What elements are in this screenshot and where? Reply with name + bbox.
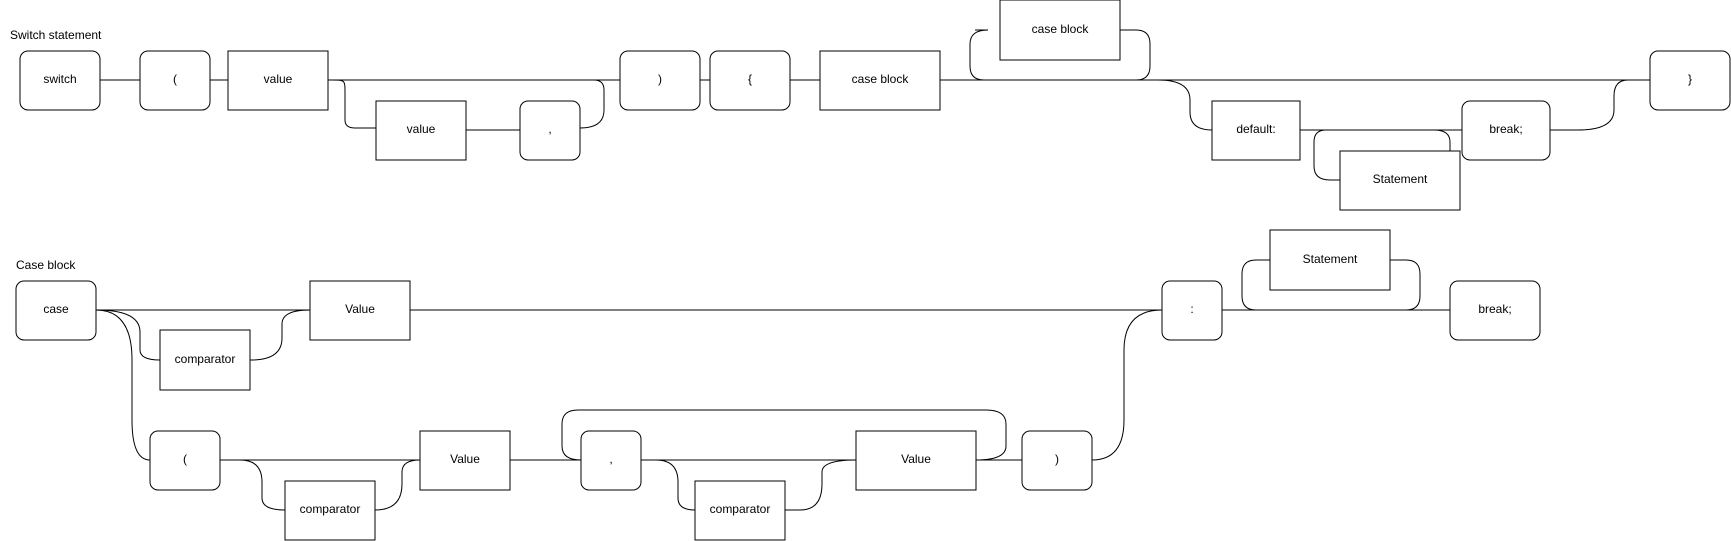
edge-list-repeat-loop <box>561 409 1007 461</box>
node-label: ) <box>1055 452 1059 466</box>
node-label: { <box>748 72 752 86</box>
terminal-list-comma: , <box>580 430 642 491</box>
node-label: comparator <box>710 502 771 516</box>
node-label: comparator <box>300 502 361 516</box>
edge-break-to-rbrace <box>1550 79 1650 131</box>
edge-default-branch-in <box>1157 79 1213 131</box>
nonterminal-case-value: Value <box>309 280 411 341</box>
node-label: Value <box>450 452 480 466</box>
node-label: ) <box>658 72 662 86</box>
terminal-lparen: ( <box>139 50 211 111</box>
edge-value-repeat-loop <box>328 79 376 129</box>
node-label: default: <box>1236 122 1275 136</box>
terminal-default-break: break; <box>1461 100 1551 161</box>
edge-case-to-list-branch <box>95 309 151 461</box>
terminal-case-break: break; <box>1449 280 1541 341</box>
node-label: Statement <box>1303 252 1358 266</box>
node-label: } <box>1688 72 1692 86</box>
node-label: case block <box>1032 22 1090 36</box>
node-label: value <box>264 72 293 86</box>
nonterminal-list-value-1: Value <box>419 430 511 491</box>
terminal-switch: switch <box>19 50 101 111</box>
terminal-rparen: ) <box>619 50 701 111</box>
nonterminal-default: default: <box>1211 100 1301 161</box>
edge-list-rparen-to-colon <box>1091 309 1163 461</box>
nonterminal-list-value-2: Value <box>855 430 977 491</box>
edge-comma-repeat-back <box>579 79 605 129</box>
node-label: ( <box>183 452 187 466</box>
nonterminal-default-statement: Statement <box>1339 150 1461 211</box>
case-block-edges <box>95 259 1450 511</box>
node-label: value <box>407 122 436 136</box>
edge-case-statement-optional-loop <box>1241 259 1421 311</box>
case-block-title: Case block <box>16 258 76 272</box>
node-label: break; <box>1489 122 1522 136</box>
node-label: ( <box>173 72 177 86</box>
nonterminal-list-comparator-1: comparator <box>284 480 376 541</box>
node-label: Value <box>901 452 931 466</box>
nonterminal-case-block: case block <box>819 50 941 111</box>
node-label: case block <box>852 72 910 86</box>
terminal-case: case <box>15 280 97 341</box>
nonterminal-case-comparator: comparator <box>159 329 251 391</box>
terminal-colon: : <box>1161 280 1223 341</box>
node-label: Statement <box>1373 172 1428 186</box>
node-label: , <box>609 452 612 466</box>
terminal-lbrace: { <box>709 50 791 111</box>
nonterminal-case-statement: Statement <box>1269 229 1391 291</box>
node-label: : <box>1190 302 1193 316</box>
node-label: Value <box>345 302 375 316</box>
switch-statement-title: Switch statement <box>10 28 102 42</box>
nonterminal-value-repeat: value <box>375 100 467 161</box>
terminal-comma: , <box>519 100 581 161</box>
node-label: , <box>548 122 551 136</box>
nonterminal-case-block-repeat: case block <box>999 0 1121 61</box>
node-label: break; <box>1478 302 1511 316</box>
terminal-list-rparen: ) <box>1021 430 1093 491</box>
edge-caseblock-repeat-loop <box>969 29 1151 81</box>
terminal-list-lparen: ( <box>149 430 221 491</box>
node-label: comparator <box>175 352 236 366</box>
node-label: switch <box>43 72 76 86</box>
node-label: case <box>43 302 69 316</box>
nonterminal-list-comparator-2: comparator <box>694 480 786 541</box>
terminal-rbrace: } <box>1649 50 1731 111</box>
nonterminal-value: value <box>227 50 329 111</box>
